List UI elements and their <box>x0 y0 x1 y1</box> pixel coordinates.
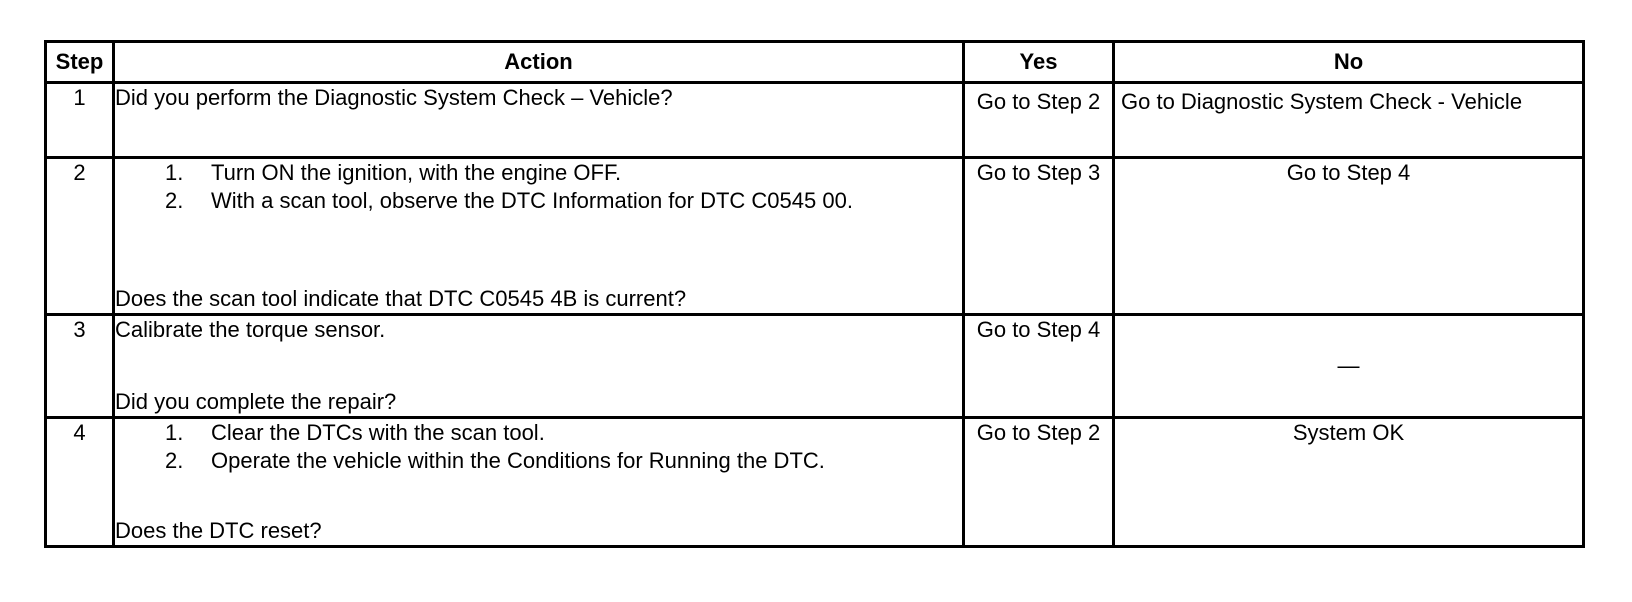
list-item-text: With a scan tool, observe the DTC Inform… <box>211 188 853 213</box>
list-item-text: Turn ON the ignition, with the engine OF… <box>211 160 622 185</box>
no-cell: System OK <box>1112 416 1585 548</box>
yes-cell: Go to Step 4 <box>962 313 1115 419</box>
table-row: 4 1. Clear the DTCs with the scan tool. … <box>44 416 1585 548</box>
table-row: 3 Calibrate the torque sensor. Did you c… <box>44 313 1585 419</box>
table-row: 1 Did you perform the Diagnostic System … <box>44 81 1585 159</box>
header-no: No <box>1112 40 1585 84</box>
action-question: Did you complete the repair? <box>115 389 397 414</box>
no-dash: — <box>1337 353 1360 378</box>
list-item: 2. Operate the vehicle within the Condit… <box>165 447 962 475</box>
action-question: Did you perform the Diagnostic System Ch… <box>115 85 673 110</box>
table-row: 2 1. Turn ON the ignition, with the engi… <box>44 156 1585 316</box>
action-cell: Calibrate the torque sensor. Did you com… <box>112 313 965 419</box>
action-cell: Did you perform the Diagnostic System Ch… <box>112 81 965 159</box>
action-question: Does the scan tool indicate that DTC C05… <box>115 286 687 311</box>
yes-link[interactable]: Go to Step 3 <box>976 160 1101 185</box>
header-row: Step Action Yes No <box>44 40 1585 84</box>
action-cell: 1. Clear the DTCs with the scan tool. 2.… <box>112 416 965 548</box>
no-cell: Go to Diagnostic System Check - Vehicle <box>1112 81 1585 159</box>
list-item-text: Operate the vehicle within the Condition… <box>211 448 825 473</box>
step-number: 2 <box>44 156 115 316</box>
action-cell: 1. Turn ON the ignition, with the engine… <box>112 156 965 316</box>
list-item: 2. With a scan tool, observe the DTC Inf… <box>165 187 962 215</box>
step-number: 3 <box>44 313 115 419</box>
no-link[interactable]: Go to Step 4 <box>1286 160 1411 185</box>
no-cell: — <box>1112 313 1585 419</box>
step-number: 4 <box>44 416 115 548</box>
header-action: Action <box>112 40 965 84</box>
header-step: Step <box>44 40 115 84</box>
no-link[interactable]: System OK <box>1292 420 1405 445</box>
yes-link[interactable]: Go to Step 2 <box>976 89 1101 114</box>
list-item-number: 2. <box>165 448 184 473</box>
list-item-number: 1. <box>165 160 184 185</box>
yes-cell: Go to Step 3 <box>962 156 1115 316</box>
action-instruction: Calibrate the torque sensor. <box>115 317 386 342</box>
no-link[interactable]: Go to Diagnostic System Check - Vehicle <box>1121 89 1523 114</box>
no-cell: Go to Step 4 <box>1112 156 1585 316</box>
header-yes: Yes <box>962 40 1115 84</box>
action-question: Does the DTC reset? <box>115 518 322 543</box>
yes-cell: Go to Step 2 <box>962 416 1115 548</box>
yes-link[interactable]: Go to Step 4 <box>976 317 1101 342</box>
list-item-number: 2. <box>165 188 184 213</box>
list-item-text: Clear the DTCs with the scan tool. <box>211 420 545 445</box>
step-number: 1 <box>44 81 115 159</box>
list-item: 1. Clear the DTCs with the scan tool. <box>165 419 962 447</box>
list-item-number: 1. <box>165 420 184 445</box>
yes-link[interactable]: Go to Step 2 <box>976 420 1101 445</box>
diagnostic-table: Step Action Yes No 1 Did you perform the… <box>44 40 1585 548</box>
list-item: 1. Turn ON the ignition, with the engine… <box>165 159 962 187</box>
yes-cell: Go to Step 2 <box>962 81 1115 159</box>
action-steps-list: 1. Turn ON the ignition, with the engine… <box>115 159 962 215</box>
action-steps-list: 1. Clear the DTCs with the scan tool. 2.… <box>115 419 962 475</box>
